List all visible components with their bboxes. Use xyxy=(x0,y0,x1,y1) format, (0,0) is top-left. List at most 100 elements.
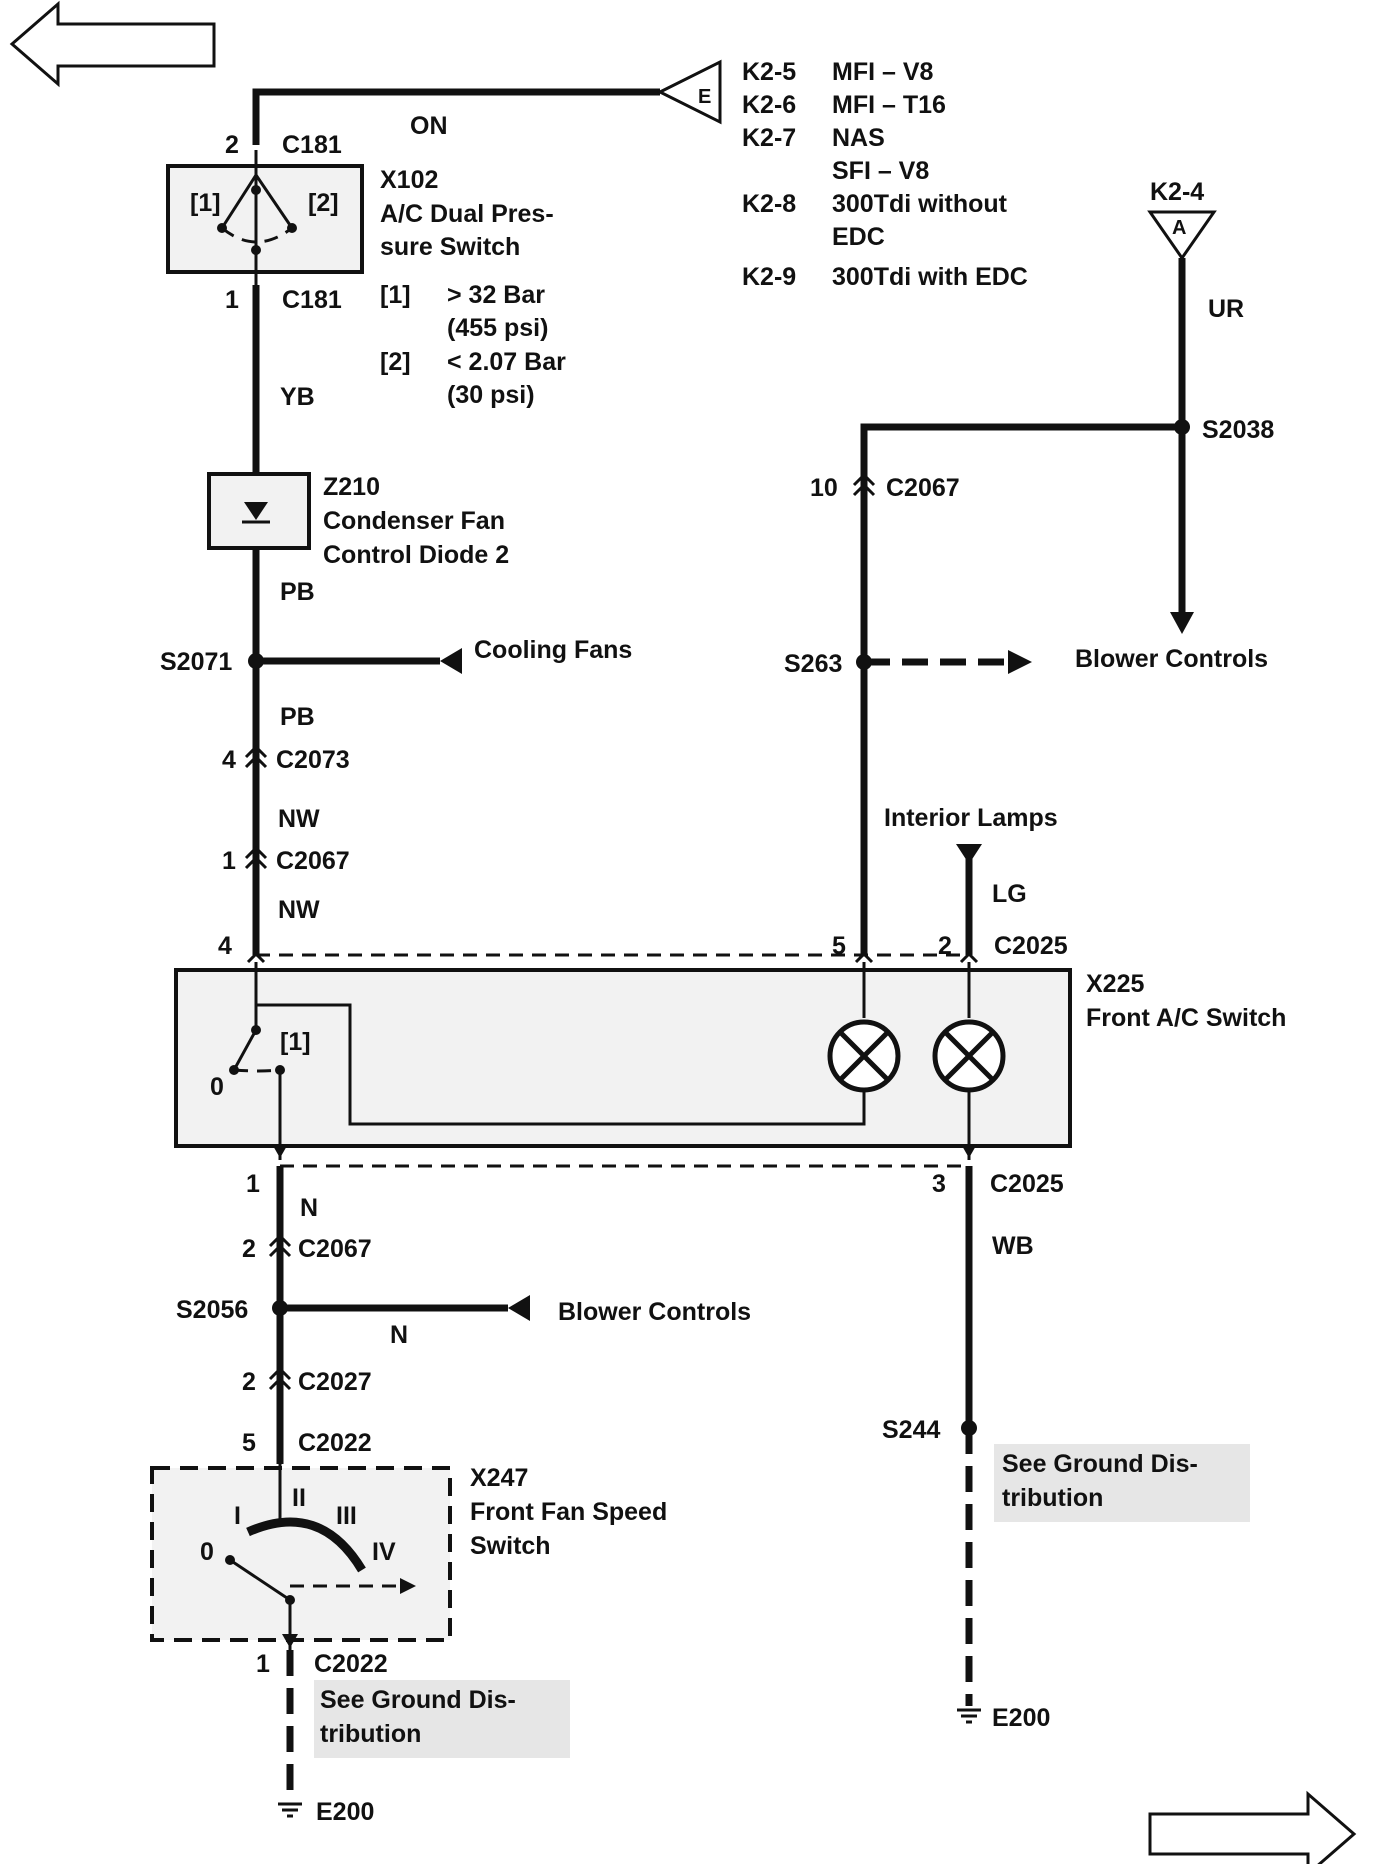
e200-label: E200 xyxy=(316,1798,374,1826)
x102-note2-line2: (30 psi) xyxy=(447,381,535,409)
z210-name-1: Condenser Fan xyxy=(323,507,505,535)
back-arrow-icon[interactable] xyxy=(9,0,216,88)
k2-reference-list: K2-5 MFI – V8 K2-6 MFI – T16 K2-7 NAS SF… xyxy=(742,58,1028,291)
k-pin: K2-6 xyxy=(742,91,796,119)
wire-nw-label: NW xyxy=(278,805,320,833)
c2022-pin-bottom: 1 xyxy=(256,1650,270,1678)
c2027-label: C2027 xyxy=(298,1368,372,1396)
wire-n-label: N xyxy=(390,1321,408,1349)
connector-e-label: E xyxy=(698,86,711,108)
x225-name: Front A/C Switch xyxy=(1086,1004,1286,1032)
x102-name-2: sure Switch xyxy=(380,233,520,261)
x102-conn-top: C181 xyxy=(282,131,342,159)
blower-controls-arrow-icon xyxy=(1008,650,1032,674)
x102-conn-bottom: C181 xyxy=(282,286,342,314)
x225-contact-1: [1] xyxy=(280,1028,311,1056)
bottom-right-chain: WB S244 See Ground Dis- tribution E200 xyxy=(882,1166,1250,1732)
x102-name-1: A/C Dual Pres- xyxy=(380,200,554,228)
s2056-label: S2056 xyxy=(176,1296,248,1324)
x102-contact-2: [2] xyxy=(308,189,339,217)
k-pin: K2-8 xyxy=(742,190,796,218)
k-desc: MFI – V8 xyxy=(832,58,934,86)
x247-name-1: Front Fan Speed xyxy=(470,1498,667,1526)
c2067-pin: 1 xyxy=(222,847,236,875)
blower-controls-label: Blower Controls xyxy=(1075,645,1268,673)
e200-label: E200 xyxy=(992,1704,1050,1732)
x225-box xyxy=(174,968,1072,1148)
k-desc: MFI – T16 xyxy=(832,91,946,119)
x247-id: X247 xyxy=(470,1464,528,1492)
c2022-pin-top: 5 xyxy=(242,1429,256,1457)
x102-note1-tag: [1] xyxy=(380,281,411,309)
s244-label: S244 xyxy=(882,1416,940,1444)
wire-wb-label: WB xyxy=(992,1232,1034,1260)
x102-box xyxy=(166,164,364,274)
s263-label: S263 xyxy=(784,650,842,678)
wire-on-label: ON xyxy=(410,112,448,140)
wire-nw-label: NW xyxy=(278,896,320,924)
wire-pb-label: PB xyxy=(280,703,315,731)
x102-pin-top: 2 xyxy=(225,131,239,159)
c2025-bottom-label: C2025 xyxy=(990,1170,1064,1198)
c2025-top-label: C2025 xyxy=(994,932,1068,960)
speed-I: I xyxy=(234,1502,241,1530)
c2073-label: C2073 xyxy=(276,746,350,774)
wire-on: E ON xyxy=(252,59,722,145)
x225-pin-1: 1 xyxy=(246,1170,260,1198)
x225-id: X225 xyxy=(1086,970,1144,998)
x102-note2-line1: < 2.07 Bar xyxy=(447,348,566,376)
ground-note-line1: See Ground Dis- xyxy=(320,1686,516,1714)
x102-contact-1: [1] xyxy=(190,189,221,217)
c2027-pin: 2 xyxy=(242,1368,256,1396)
x102-note2-tag: [2] xyxy=(380,348,411,376)
speed-III: III xyxy=(336,1502,357,1530)
wire-n-label: N xyxy=(300,1194,318,1222)
k-pin: K2-9 xyxy=(742,263,796,291)
x247-box xyxy=(150,1466,452,1642)
bottom-left-chain: N 2 C2067 S2056 N Blower Controls 2 C202… xyxy=(150,1166,751,1826)
ground-icon xyxy=(957,1708,981,1724)
blower-controls-label: Blower Controls xyxy=(558,1298,751,1326)
blower-controls-arrow-icon xyxy=(508,1295,530,1321)
k2-4-label: K2-4 xyxy=(1150,178,1204,206)
wire-lg-label: LG xyxy=(992,880,1027,908)
x225-pin-2: 2 xyxy=(938,932,952,960)
c2067-label: C2067 xyxy=(298,1235,372,1263)
c2022-top-label: C2022 xyxy=(298,1429,372,1457)
connector-e-icon xyxy=(656,59,722,125)
k-pin: K2-5 xyxy=(742,58,796,86)
k-desc: 300Tdi without xyxy=(832,190,1008,218)
x102-pressure-switch: 2 C181 [1] [2] X102 A/C Dual Pres- sure … xyxy=(166,131,566,409)
connector-a-label: A xyxy=(1172,217,1186,239)
x225-pos-0: 0 xyxy=(210,1073,224,1101)
ground-note-line1: See Ground Dis- xyxy=(1002,1450,1198,1478)
speed-0: 0 xyxy=(200,1538,214,1566)
x225-ac-switch: 0 [1] X225 Front A/C Switch 1 3 C2025 xyxy=(174,951,1286,1198)
c2073-pin: 4 xyxy=(222,746,236,774)
x247-name-2: Switch xyxy=(470,1532,551,1560)
c2067-label: C2067 xyxy=(886,474,960,502)
ground-note-bg xyxy=(994,1444,1250,1522)
z210-id: Z210 xyxy=(323,473,380,501)
wire-pb-label: PB xyxy=(280,578,315,606)
x102-note1-line1: > 32 Bar xyxy=(447,281,545,309)
s2071-label: S2071 xyxy=(160,648,232,676)
wire-ur-label: UR xyxy=(1208,295,1244,323)
x225-pin-4: 4 xyxy=(218,932,232,960)
c2022-bottom-label: C2022 xyxy=(314,1650,388,1678)
k-desc: 300Tdi with EDC xyxy=(832,263,1028,291)
z210-name-2: Control Diode 2 xyxy=(323,541,509,569)
forward-arrow-icon[interactable] xyxy=(1148,1790,1357,1864)
interior-lamps-label: Interior Lamps xyxy=(884,804,1058,832)
ground-note-line2: tribution xyxy=(1002,1484,1103,1512)
speed-IV: IV xyxy=(372,1538,396,1566)
k-desc: NAS xyxy=(832,124,885,152)
connector-a-icon xyxy=(1147,210,1217,261)
k-pin: K2-7 xyxy=(742,124,796,152)
s2038-label: S2038 xyxy=(1202,416,1274,444)
x102-pin-bottom: 1 xyxy=(225,286,239,314)
ground-note-line2: tribution xyxy=(320,1720,421,1748)
left-chain: YB Z210 Condenser Fan Control Diode 2 PB… xyxy=(160,285,632,960)
wire-yb-label: YB xyxy=(280,383,315,411)
